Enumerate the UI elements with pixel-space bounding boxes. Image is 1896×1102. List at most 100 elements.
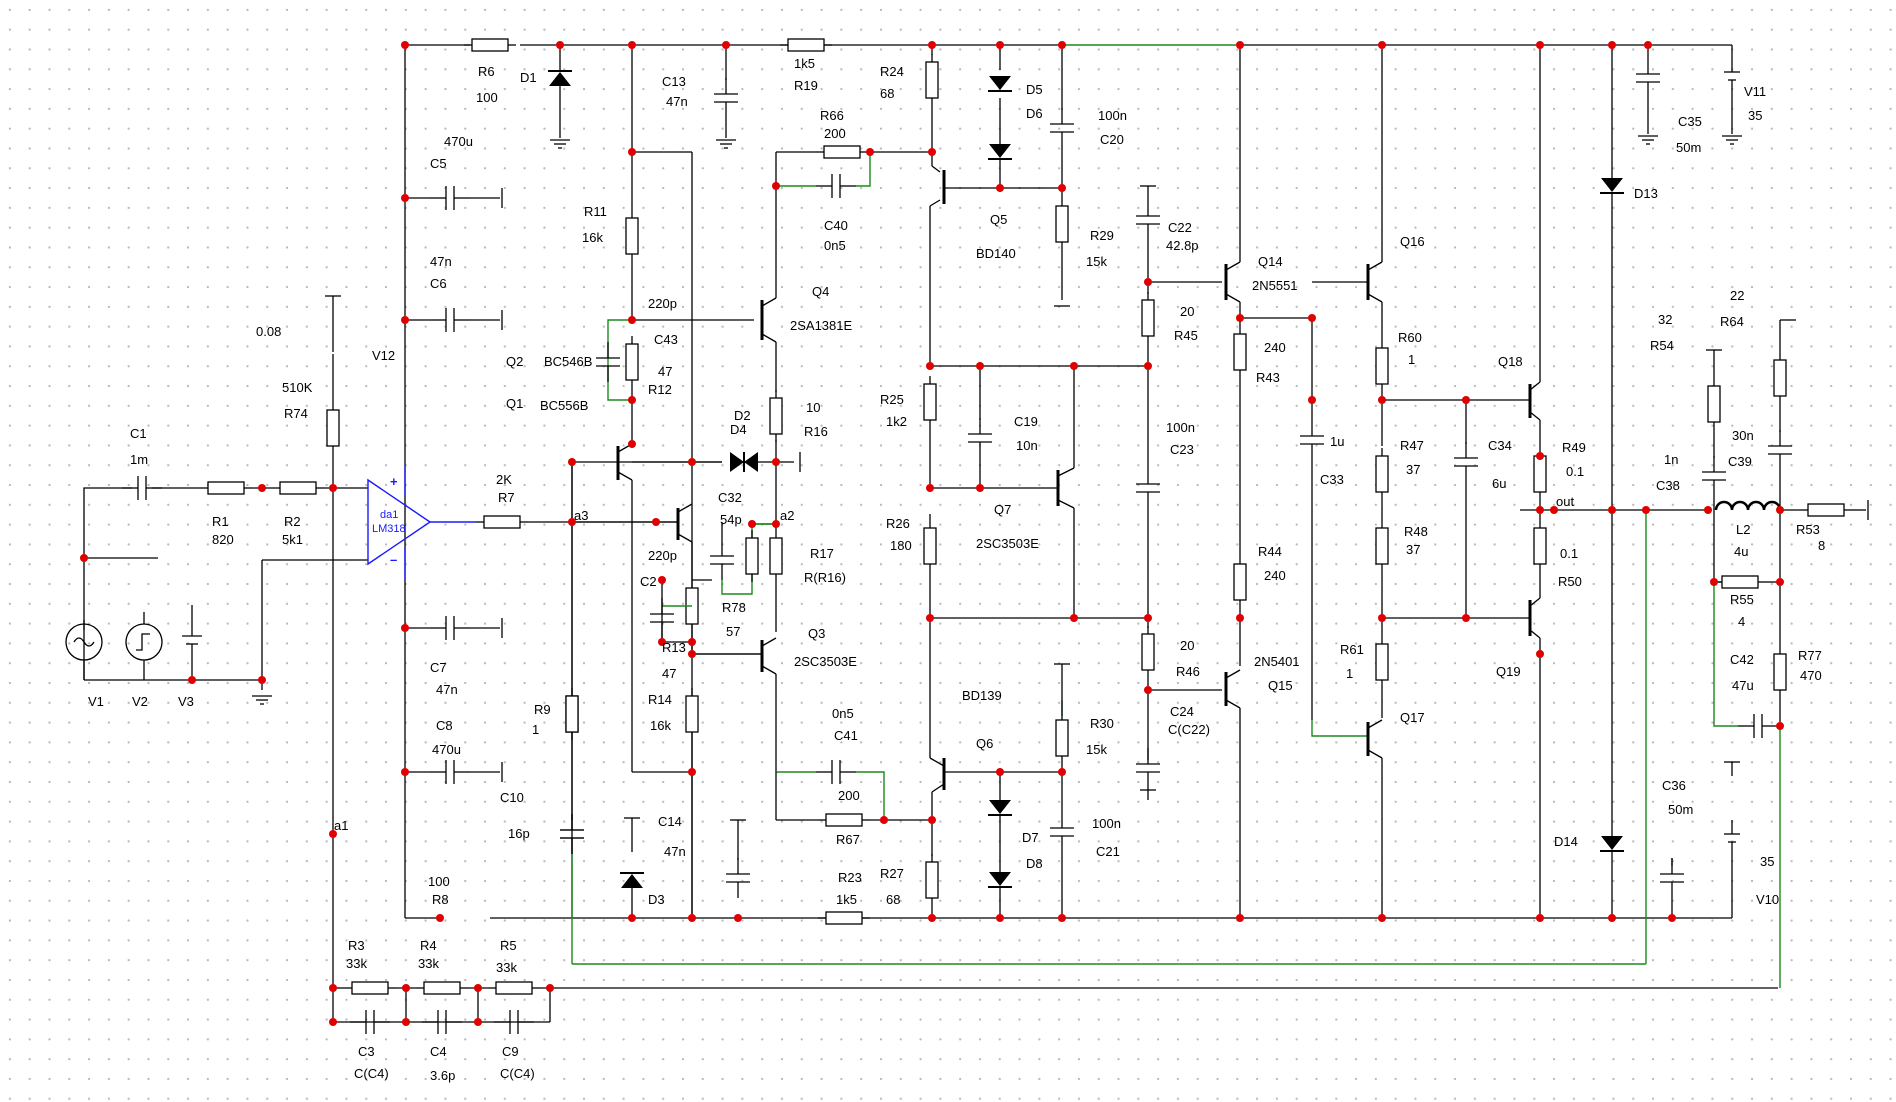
label-V12: V12 — [372, 348, 395, 363]
label-C36: C36 — [1662, 778, 1686, 793]
value-Q15: 2N5401 — [1254, 654, 1300, 669]
label-R48: R48 — [1404, 524, 1428, 539]
opamp-da1[interactable] — [367, 465, 476, 580]
value-R6: 100 — [476, 90, 498, 105]
value-C33: 1u — [1330, 434, 1344, 449]
value-C40: 0n5 — [824, 238, 846, 253]
value-R53: 8 — [1818, 538, 1825, 553]
label-C7: C7 — [430, 660, 447, 675]
value-R11: 16k — [582, 230, 603, 245]
label-C43: C43 — [654, 332, 678, 347]
label-R47: R47 — [1400, 438, 1424, 453]
label-C3: C3 — [358, 1044, 375, 1059]
label-V10: V10 — [1756, 892, 1779, 907]
value-C20: 100n — [1098, 108, 1127, 123]
value-Q5: BD140 — [976, 246, 1016, 261]
label-R44: R44 — [1258, 544, 1282, 559]
value-C36: 50m — [1668, 802, 1693, 817]
label-C4: C4 — [430, 1044, 447, 1059]
label-C6: C6 — [430, 276, 447, 291]
label-C14: C14 — [658, 814, 682, 829]
opamp-minus: – — [390, 552, 397, 567]
label-D1: D1 — [520, 70, 537, 85]
label-C39: C39 — [1728, 454, 1752, 469]
label-R25: R25 — [880, 392, 904, 407]
label-V2: V2 — [132, 694, 148, 709]
label-Q3: Q3 — [808, 626, 825, 641]
supply-right — [1635, 45, 1743, 918]
label-D8: D8 — [1026, 856, 1043, 871]
value-R3: 33k — [346, 956, 367, 971]
label-C38: C38 — [1656, 478, 1680, 493]
value-C4: 3.6p — [430, 1068, 455, 1083]
value-R67: 200 — [838, 788, 860, 803]
value-R30: 15k — [1086, 742, 1107, 757]
label-C9: C9 — [502, 1044, 519, 1059]
value-Q6: BD139 — [962, 688, 1002, 703]
value-R78: 57 — [726, 624, 740, 639]
value-R24: 68 — [880, 86, 894, 101]
value-R25: 1k2 — [886, 414, 907, 429]
value-R19: 1k5 — [794, 56, 815, 71]
value-R5: 33k — [496, 960, 517, 975]
value-R66: 200 — [824, 126, 846, 141]
label-R45: R45 — [1174, 328, 1198, 343]
net-out: out — [1556, 494, 1574, 509]
label-R67: R67 — [836, 832, 860, 847]
top-rail — [404, 44, 1732, 918]
label-Q5: Q5 — [990, 212, 1007, 227]
label-R29: R29 — [1090, 228, 1114, 243]
label-D2: D2 — [734, 408, 751, 423]
value-da1: LM318 — [372, 523, 406, 535]
value-R60: 1 — [1408, 352, 1415, 367]
label-V1: V1 — [88, 694, 104, 709]
value-V11: 35 — [1748, 108, 1762, 123]
label-R74: R74 — [284, 406, 308, 421]
value-R64: 22 — [1730, 288, 1744, 303]
input-stage — [559, 45, 762, 918]
label-C24: C24 — [1170, 704, 1194, 719]
predrivers — [1224, 45, 1368, 918]
value-R27: 68 — [886, 892, 900, 907]
value-R13: 47 — [662, 666, 676, 681]
label-R50: R50 — [1558, 574, 1582, 589]
label-Q19: Q19 — [1496, 664, 1521, 679]
label-D13: D13 — [1634, 186, 1658, 201]
value-R4: 33k — [418, 956, 439, 971]
label-Q7: Q7 — [994, 502, 1011, 517]
catch-diodes — [1599, 45, 1625, 918]
value-C6: 47n — [430, 254, 452, 269]
label-C20: C20 — [1100, 132, 1124, 147]
label-Q18: Q18 — [1498, 354, 1523, 369]
value-Q4: 2SA1381E — [790, 318, 852, 333]
value-R16: 10 — [806, 400, 820, 415]
label-D4: D4 — [730, 422, 747, 437]
label-R11: R11 — [584, 204, 607, 219]
value-R54: 32 — [1658, 312, 1672, 327]
label-Q14: Q14 — [1258, 254, 1283, 269]
vas-stage — [692, 145, 932, 925]
label-C13: C13 — [662, 74, 686, 89]
label-V3: V3 — [178, 694, 194, 709]
label-da1: da1 — [380, 509, 398, 521]
value-C42: 47u — [1732, 678, 1754, 693]
value-R12: 47 — [658, 364, 672, 379]
label-C23: C23 — [1170, 442, 1194, 457]
component-labels: R6 100 D1 C13 47n 1k5 R19 R24 68 D5 D6 1… — [88, 56, 1825, 1083]
value-R9: 1 — [532, 722, 539, 737]
label-R61: R61 — [1340, 642, 1364, 657]
net-a1: a1 — [334, 818, 348, 833]
label-D5: D5 — [1026, 82, 1043, 97]
value-C21: 100n — [1092, 816, 1121, 831]
label-R26: R26 — [886, 516, 910, 531]
value-R26: 180 — [890, 538, 912, 553]
value-R46: 20 — [1180, 638, 1194, 653]
value-C38: 1n — [1664, 452, 1678, 467]
label-C1: C1 — [130, 426, 147, 441]
label-R64: R64 — [1720, 314, 1744, 329]
value-R48: 37 — [1406, 542, 1420, 557]
label-C21: C21 — [1096, 844, 1120, 859]
label-R5: R5 — [500, 938, 517, 953]
value-Q1: BC556B — [540, 398, 588, 413]
